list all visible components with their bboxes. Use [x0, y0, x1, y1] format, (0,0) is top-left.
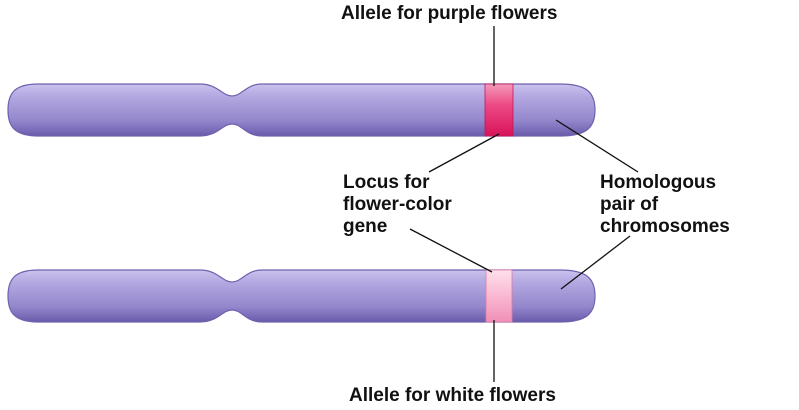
label-homologous-line-3: chromosomes — [600, 216, 730, 237]
white-allele-band — [485, 269, 513, 323]
label-locus: Locus for flower-color gene — [343, 172, 452, 238]
label-locus-line-1: Locus for — [343, 172, 430, 193]
leader-lines — [409, 26, 639, 382]
chromosome-bottom — [7, 269, 596, 323]
leader-homologous-bottom — [560, 235, 631, 290]
purple-allele-band — [484, 83, 514, 137]
label-homologous-line-1: Homologous — [600, 172, 717, 193]
label-homologous-line-2: pair of — [600, 194, 659, 215]
leader-locus-top — [428, 133, 500, 173]
leader-homologous-top — [555, 119, 639, 173]
label-locus-line-3: gene — [343, 216, 388, 237]
chromosome-top — [7, 83, 596, 137]
label-locus-line-2: flower-color — [343, 194, 452, 215]
leader-locus-bottom — [409, 228, 493, 273]
chromosome-top-body — [7, 83, 596, 137]
label-allele-purple: Allele for purple flowers — [341, 3, 558, 24]
label-homologous: Homologous pair of chromosomes — [600, 172, 730, 238]
label-allele-white: Allele for white flowers — [349, 385, 556, 406]
chromosome-bottom-body — [7, 269, 596, 323]
